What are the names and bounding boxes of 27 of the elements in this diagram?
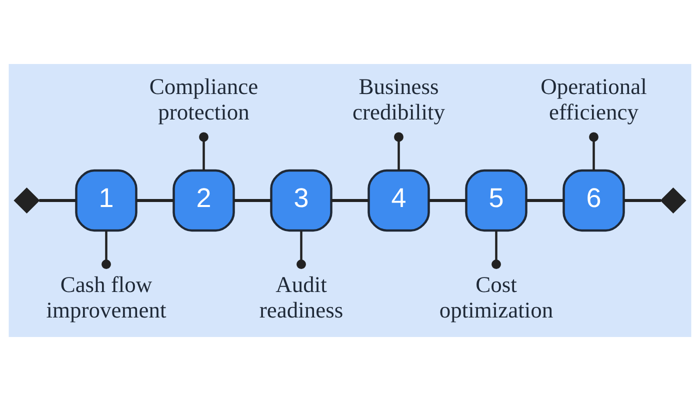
connector [39,198,76,202]
node-diamond [660,186,686,214]
connector [199,132,208,170]
connector [624,198,661,202]
connector [394,132,404,170]
node-box: 5 [465,168,528,232]
node-text: Operational efficiency [540,74,647,124]
node-box: 4 [368,168,430,232]
connector [102,230,111,268]
connector [526,198,564,202]
connector [428,198,466,202]
node-box: 1 [75,168,138,232]
connector [234,198,272,202]
node-box: 2 [172,168,235,232]
node-text: Business credibility [352,74,445,124]
node-text: Cash flow improvement [46,272,166,322]
connector [331,198,369,202]
connector [136,198,174,202]
node-text: Audit readiness [259,272,344,322]
node-text: Compliance protection [149,74,258,124]
node-text: Cost optimization [439,272,554,322]
node-box: 3 [270,168,332,232]
connector [296,230,306,268]
node-diamond [14,186,40,214]
connector [589,132,598,170]
connector [492,230,501,268]
node-box: 6 [562,168,625,232]
